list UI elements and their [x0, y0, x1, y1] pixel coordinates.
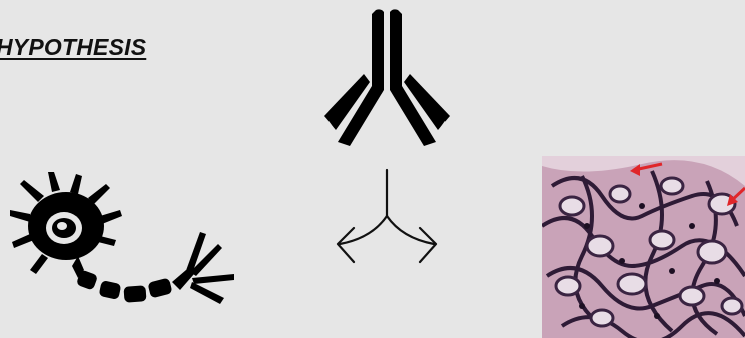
- neuron-icon: [8, 170, 240, 320]
- antibody-icon: [314, 6, 460, 152]
- hypothesis-title: HYPOTHESIS: [0, 34, 146, 61]
- kidney-glomerulus-histology-image: [542, 156, 745, 338]
- split-arrows-icon: [330, 166, 444, 272]
